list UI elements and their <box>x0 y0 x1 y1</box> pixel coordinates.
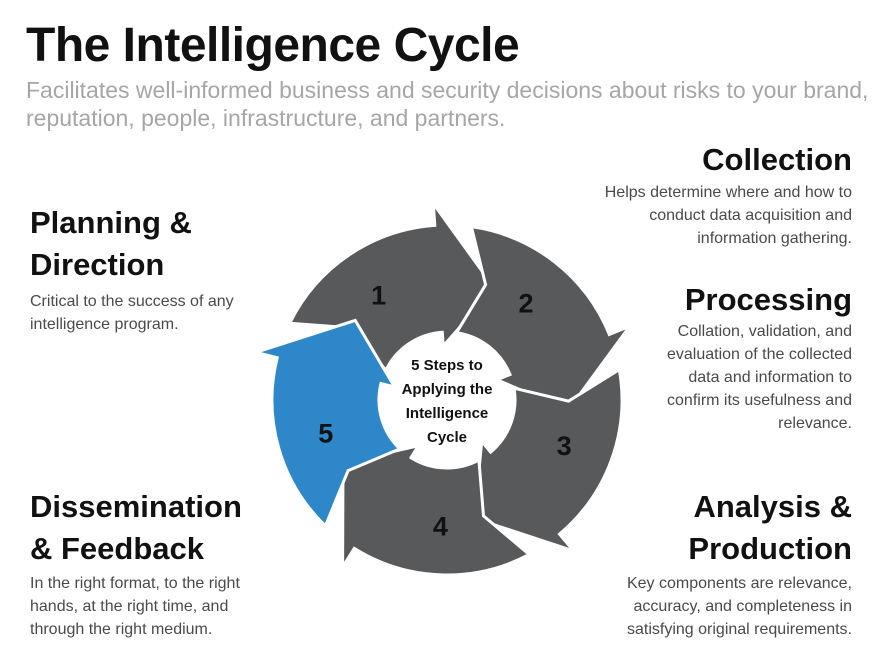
step-5-description: In the right format, to the right hands,… <box>30 575 240 638</box>
step-1-description: Critical to the success of any intellige… <box>30 293 234 333</box>
center-label-line-1: 5 Steps to <box>411 357 483 374</box>
cycle-arrow-5 <box>250 318 403 529</box>
step-4-number: 4 <box>433 511 448 541</box>
step-4-description: Key components are relevance, accuracy, … <box>626 575 852 638</box>
step-3-number: 3 <box>557 431 572 461</box>
cycle-arrow-2 <box>454 224 635 413</box>
step-2-heading-line-1: Collection <box>702 142 852 177</box>
step-3-description: Collation, validation, and evaluation of… <box>666 323 852 432</box>
step-5-heading-line-1: Dissemination <box>30 489 242 524</box>
step-4-heading-line-1: Analysis & <box>693 489 852 524</box>
step-4-heading: Analysis & Production <box>688 486 852 570</box>
step-2-number: 2 <box>518 289 533 319</box>
step-5-heading-line-2: & Feedback <box>30 531 205 566</box>
step-1-number: 1 <box>371 281 386 311</box>
page-subtitle: Facilitates well-informed business and s… <box>26 77 869 131</box>
cycle-arrow-4 <box>341 443 532 577</box>
page-title: The Intelligence Cycle <box>26 19 520 72</box>
center-label-line-3: Intelligence <box>406 405 489 422</box>
step-1-heading-line-2: Direction <box>30 247 165 282</box>
center-label-line-4: Cycle <box>427 429 467 446</box>
step-2-description: Helps determine where and how to conduct… <box>604 184 852 247</box>
step-3-heading-line-1: Processing <box>684 282 852 317</box>
cycle-arrow-1 <box>287 198 497 373</box>
step-2-heading: Collection <box>702 139 852 181</box>
intelligence-cycle-diagram: 1 2 3 4 5 5 Steps to Applying the Intell… <box>250 198 635 577</box>
step-4-heading-line-2: Production <box>688 531 852 566</box>
step-1-heading-line-1: Planning & <box>30 205 192 240</box>
step-5-number: 5 <box>318 419 333 449</box>
step-5-heading: Dissemination & Feedback <box>30 486 242 570</box>
step-3-heading: Processing <box>685 279 852 321</box>
step-1-heading: Planning & Direction <box>30 202 192 286</box>
center-label-line-2: Applying the <box>402 381 493 398</box>
cycle-arrow-3 <box>472 367 624 554</box>
